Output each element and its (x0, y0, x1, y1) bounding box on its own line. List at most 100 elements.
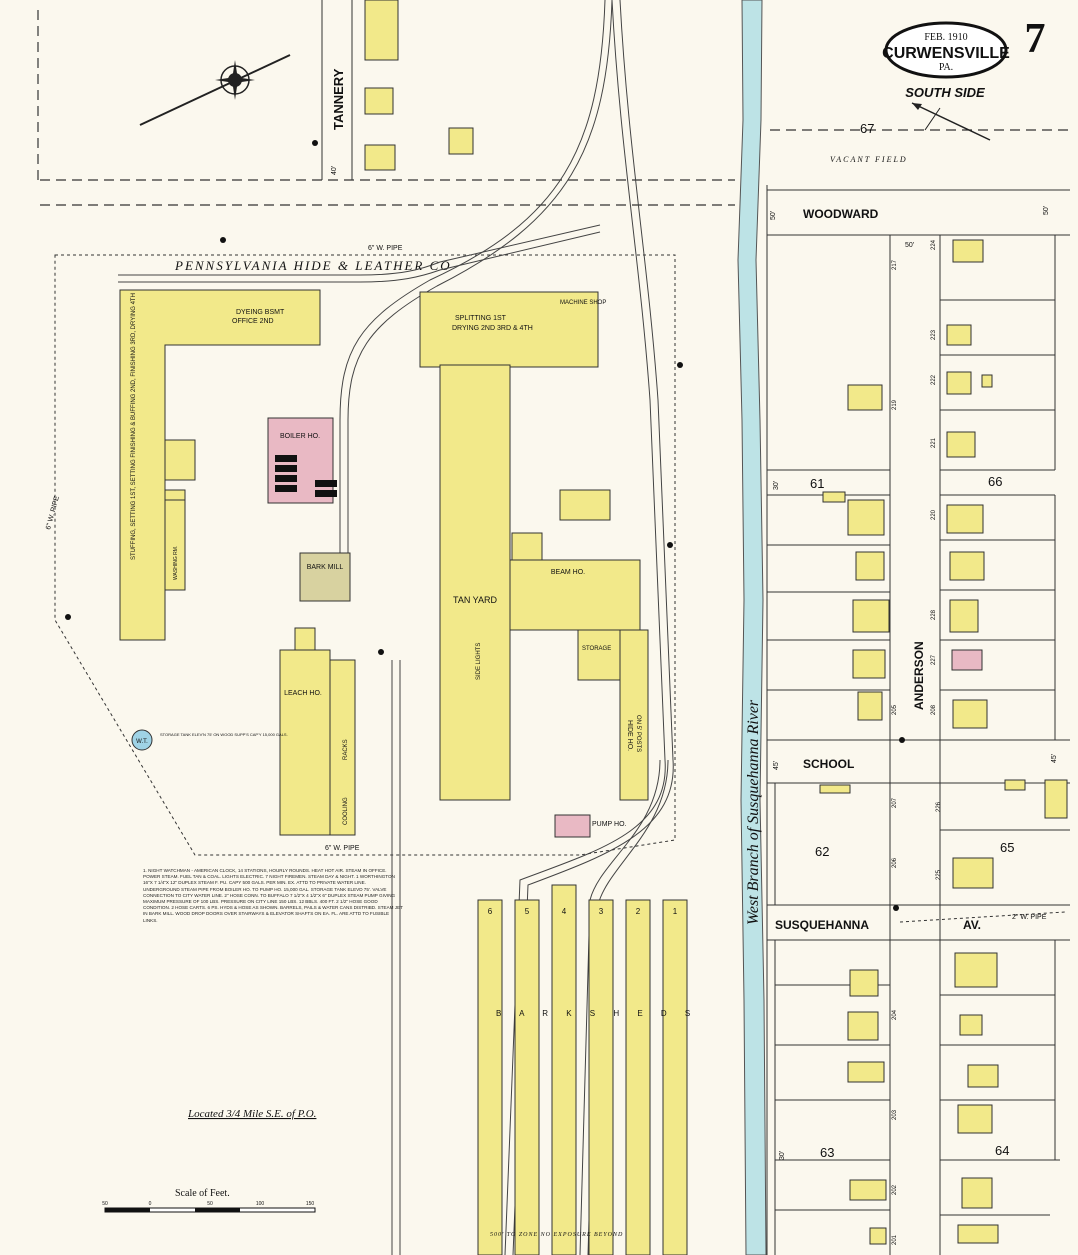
bark-shed-3 (588, 899, 614, 1255)
section-label: SOUTH SIDE (905, 85, 985, 100)
water-tank-label: STORAGE TANK ELEV'N 75' ON WOOD SUPP'S C… (160, 732, 288, 737)
shed-number: 3 (599, 907, 604, 916)
washing-label: WASHING RM. (173, 546, 179, 580)
splitting-building (419, 291, 599, 368)
office-label: OFFICE 2ND (232, 318, 274, 325)
dwelling (949, 551, 985, 581)
tannery-street-dwellings (364, 0, 474, 171)
address-number: 201 (892, 1234, 898, 1245)
dwelling (847, 1061, 885, 1083)
block-64: 64 (995, 1143, 1009, 1158)
river-label: West Branch of Susquehanna River (745, 699, 762, 925)
address-number: 226 (936, 801, 942, 812)
scale-tick: 50 (207, 1201, 213, 1207)
bark-mill-label: BARK MILL (307, 564, 344, 571)
beam-annex (559, 489, 611, 521)
railroad-tracks (118, 0, 674, 1255)
sheet-number: 7 (1025, 16, 1046, 62)
street-width: 50' (1043, 206, 1050, 215)
shed (448, 127, 474, 155)
dwelling (946, 504, 984, 534)
address-number: 221 (931, 437, 937, 448)
bark-shed-4 (551, 884, 577, 1255)
shed-number: 6 (488, 907, 493, 916)
address-number: 227 (931, 654, 937, 665)
block-66: 66 (988, 474, 1002, 489)
scale-bar: Scale of Feet. 50 0 50 100 150 (102, 1188, 316, 1213)
notes-block: 1. NIGHT WATCHMAN - AMERICAN CLOCK, 14 S… (143, 868, 403, 923)
washing-room (164, 499, 186, 591)
dwelling (819, 784, 851, 794)
dwelling (364, 0, 399, 61)
address-number: 223 (931, 329, 937, 340)
boiler-house-label: BOILER HO. (280, 433, 320, 440)
map-date: FEB. 1910 (924, 32, 967, 43)
cooling-racks (329, 659, 356, 836)
river (737, 0, 767, 1255)
compass-rose-icon (139, 54, 291, 126)
dwelling (855, 551, 885, 581)
dwelling (952, 699, 988, 729)
address-number: 208 (931, 704, 937, 715)
notes-text: 1. NIGHT WATCHMAN - AMERICAN CLOCK, 14 S… (143, 868, 403, 923)
engine-room (164, 439, 196, 481)
dwelling (946, 371, 972, 395)
dwelling (961, 1177, 993, 1209)
pump-house-label: PUMP HO. (592, 821, 627, 828)
address-number: 222 (931, 374, 937, 385)
stuffing-label: STUFFING, SETTING 1ST, SETTING FINISHING… (131, 293, 137, 560)
tan-yard-label: TAN YARD (453, 595, 498, 605)
dwelling (364, 144, 396, 171)
susquehanna-street-label: SUSQUEHANNA (775, 918, 869, 932)
street-width: 50' (770, 211, 777, 220)
racks-label: RACKS (343, 739, 349, 760)
dwelling (847, 499, 885, 536)
address-number: 217 (892, 259, 898, 270)
bark-shed-5 (514, 899, 540, 1255)
hide-house (619, 629, 649, 801)
address-number: 207 (892, 797, 898, 808)
scale-tick: 50 (102, 1201, 108, 1207)
address-number: 224 (931, 239, 937, 250)
map-state: PA. (939, 62, 953, 73)
tan-yard (439, 364, 511, 801)
avenue-pipe-label: 2" W. PIPE (1012, 914, 1047, 921)
side-lights-label: SIDE LIGHTS (476, 643, 482, 680)
stuffing-building (119, 289, 321, 641)
pipe-label-north: 6" W. PIPE (368, 245, 403, 252)
shed-number: 2 (636, 907, 641, 916)
address-number: 202 (892, 1184, 898, 1195)
splitting-label: SPLITTING 1ST (455, 315, 507, 322)
engine-house (511, 532, 543, 561)
cooling-label: COOLING (343, 797, 349, 825)
bark-shed-1 (662, 899, 688, 1255)
dwelling (951, 649, 983, 671)
dwelling (952, 857, 994, 889)
dwelling (852, 649, 886, 679)
location-note: Located 3/4 Mile S.E. of P.O. (187, 1108, 316, 1120)
boilers (275, 455, 337, 497)
beam-house (509, 559, 641, 631)
street-width: 30' (779, 1151, 786, 1160)
pipe-label-south: 6" W. PIPE (325, 845, 360, 852)
address-number: 204 (892, 1009, 898, 1020)
school-street-label: SCHOOL (803, 757, 854, 771)
dwelling (952, 239, 984, 263)
dyeing-label: DYEING BSMT (236, 309, 285, 316)
dwelling (822, 491, 846, 503)
machine-shop-label: MACHINE SHOP (560, 300, 606, 306)
address-numbers: 217 219 224 223 222 221 220 228 227 226 … (892, 239, 942, 1245)
woodward-street-label: WOODWARD (803, 207, 879, 221)
drying-label: DRYING 2ND 3RD & 4TH (452, 325, 533, 332)
north-arrow-icon (911, 102, 991, 141)
dwelling (957, 1224, 999, 1244)
dwelling (1004, 779, 1026, 791)
title-cartouche: FEB. 1910 CURWENSVILLE PA. (882, 21, 1010, 79)
scale-title: Scale of Feet. (175, 1188, 230, 1199)
address-number: 228 (931, 609, 937, 620)
on-posts-label: ON 5' POSTS (635, 715, 641, 752)
hide-house-label: HIDE HO. (626, 720, 633, 751)
shed-number: 1 (673, 907, 678, 916)
anderson-street-label: ANDERSON (912, 641, 926, 710)
